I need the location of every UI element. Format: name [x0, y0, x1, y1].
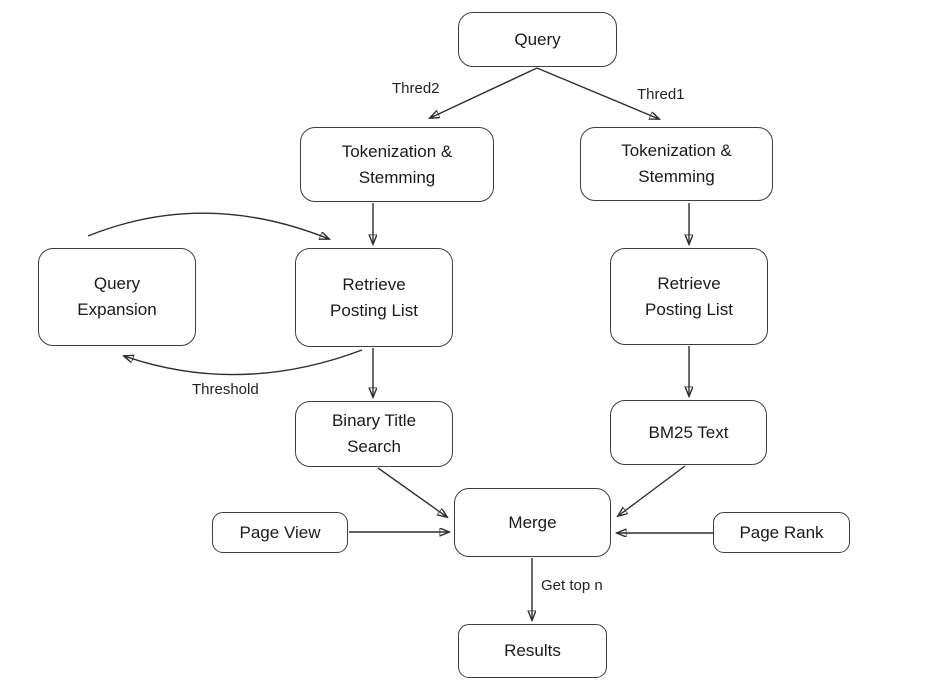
edge-label-get-top-n: Get top n: [541, 577, 603, 594]
node-merge: Merge: [454, 488, 611, 557]
node-merge-label: Merge: [508, 512, 557, 532]
node-query-expansion: Query Expansion: [38, 248, 196, 346]
node-tokenization-right-line2: Stemming: [638, 167, 715, 186]
node-page-rank: Page Rank: [713, 512, 850, 553]
edge-retrieve-to-query-expansion-curve: [124, 349, 363, 376]
node-retrieve-left-line2: Posting List: [330, 300, 418, 320]
node-retrieve-posting-list-right: Retrieve Posting List: [610, 248, 768, 345]
node-tokenization-left-line1: Tokenization &: [341, 141, 453, 161]
node-retrieve-posting-list-left: Retrieve Posting List: [295, 248, 453, 347]
node-tokenization-stemming-right: Tokenization & Stemming: [580, 127, 773, 201]
edge-label-threshold: Threshold: [192, 381, 259, 398]
node-results: Results: [458, 624, 607, 678]
edge-query-to-tokenization-left: [430, 67, 538, 118]
node-binary-title-search: Binary Title Search: [295, 401, 453, 467]
edge-bm25-to-merge: [618, 465, 686, 516]
node-retrieve-left-line1: Retrieve: [342, 274, 406, 294]
node-page-rank-label: Page Rank: [739, 522, 824, 542]
node-retrieve-right-line2: Posting List: [645, 299, 733, 319]
edge-binary-title-to-merge: [377, 467, 447, 517]
edge-label-thred1: Thred1: [637, 86, 685, 103]
node-tokenization-right-line1: Tokenization &: [621, 141, 732, 160]
node-query: Query: [458, 12, 617, 67]
node-page-view: Page View: [212, 512, 348, 553]
node-results-label: Results: [504, 641, 561, 660]
node-tokenization-stemming-left: Tokenization & Stemming: [300, 127, 494, 202]
edge-label-thred2: Thred2: [392, 80, 440, 97]
node-page-view-label: Page View: [239, 522, 321, 542]
node-query-expansion-line1: Query: [93, 274, 141, 293]
node-query-label: Query: [514, 29, 561, 49]
node-binary-title-line1: Binary Title: [331, 411, 417, 430]
node-query-expansion-line2: Expansion: [77, 300, 157, 319]
edge-query-expansion-to-retrieve-curve: [87, 212, 329, 239]
node-bm25-label: BM25 Text: [648, 422, 729, 442]
node-tokenization-left-line2: Stemming: [358, 167, 436, 187]
node-binary-title-line2: Search: [347, 437, 401, 456]
node-bm25-text: BM25 Text: [610, 400, 767, 465]
node-retrieve-right-line1: Retrieve: [657, 273, 721, 293]
edge-query-to-tokenization-right: [536, 67, 659, 119]
